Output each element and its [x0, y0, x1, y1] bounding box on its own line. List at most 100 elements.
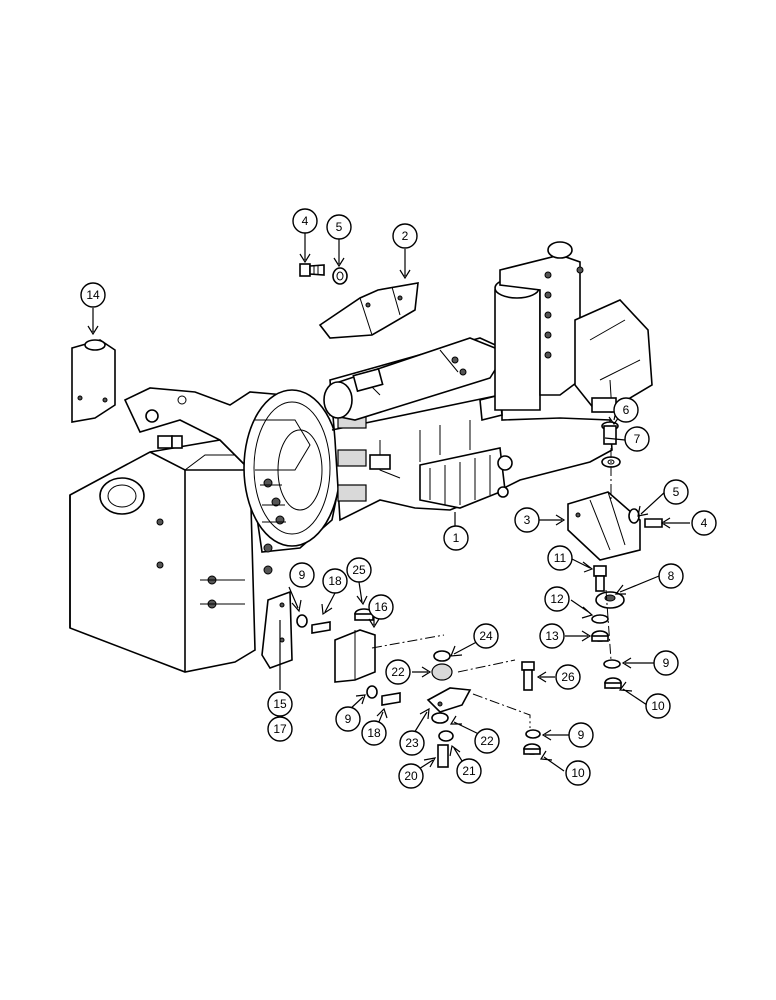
- washer-21: [438, 730, 454, 742]
- callout-circle: [624, 426, 650, 452]
- callout-9-mid: 9: [335, 706, 361, 732]
- callout-1: 1: [443, 525, 469, 551]
- washer-5-top: [332, 267, 348, 285]
- callout-17: 17: [267, 716, 293, 742]
- callout-circle: [653, 650, 679, 676]
- callout-circle: [691, 510, 717, 536]
- centerline-right: [605, 448, 612, 661]
- mount-8: [595, 591, 625, 609]
- callout-circle: [474, 728, 500, 754]
- callout-circle: [398, 763, 424, 789]
- callout-circle: [267, 691, 293, 717]
- callout-label: 5: [336, 220, 343, 234]
- washer-22-lower: [431, 712, 449, 724]
- callout-circle: [456, 758, 482, 784]
- callout-circle: [361, 720, 387, 746]
- callout-10-lower: 10: [565, 760, 591, 786]
- callout-label: 22: [480, 734, 494, 748]
- callout-18-left: 18: [322, 568, 348, 594]
- callout-circle: [322, 568, 348, 594]
- callout-label: 17: [273, 722, 287, 736]
- rear-exhaust-housing: [574, 299, 653, 413]
- callout-circle: [613, 397, 639, 423]
- callouts: 1 2 3 4 4 5 5 6 7 8 9 9 9 9 10 10 11 12 …: [80, 208, 717, 789]
- callout-circle: [443, 525, 469, 551]
- callout-circle: [326, 214, 352, 240]
- callout-circle: [658, 563, 684, 589]
- nut-13: [591, 630, 609, 642]
- callout-circle: [392, 223, 418, 249]
- washer-9-right: [603, 659, 621, 669]
- callout-label: 4: [302, 214, 309, 228]
- centerline-lower: [371, 634, 531, 728]
- bolt-18-left: [311, 621, 331, 634]
- callout-circle: [473, 623, 499, 649]
- callout-8: 8: [658, 563, 684, 589]
- callout-11: 11: [547, 545, 573, 571]
- bolt-20: [437, 744, 449, 768]
- callout-label: 2: [402, 229, 409, 243]
- callout-25: 25: [346, 557, 372, 583]
- isolator-22-24: [431, 650, 453, 681]
- callout-7: 7: [624, 426, 650, 452]
- callout-23: 23: [399, 730, 425, 756]
- callout-circle: [547, 545, 573, 571]
- bolt-4-top: [299, 263, 325, 277]
- nut-10-lower: [523, 743, 541, 755]
- callout-circle: [335, 706, 361, 732]
- callout-24: 24: [473, 623, 499, 649]
- callout-3: 3: [514, 507, 540, 533]
- callout-label: 8: [668, 569, 675, 583]
- callout-18-mid: 18: [361, 720, 387, 746]
- callout-10-right: 10: [645, 693, 671, 719]
- callout-label: 18: [328, 574, 342, 588]
- callout-label: 1: [453, 531, 460, 545]
- callout-label: 25: [352, 563, 366, 577]
- callout-label: 23: [405, 736, 419, 750]
- callout-label: 9: [345, 712, 352, 726]
- callout-15: 15: [267, 691, 293, 717]
- nut-10-right: [604, 677, 622, 689]
- callout-label: 15: [273, 697, 287, 711]
- callout-21: 21: [456, 758, 482, 784]
- callout-2: 2: [392, 223, 418, 249]
- callout-9-lower: 9: [568, 722, 594, 748]
- washer-9-mid: [366, 685, 378, 699]
- callout-label: 9: [578, 728, 585, 742]
- callout-label: 16: [374, 600, 388, 614]
- callout-circle: [514, 507, 540, 533]
- callout-label: 6: [623, 403, 630, 417]
- callout-label: 9: [663, 656, 670, 670]
- callout-label: 3: [524, 513, 531, 527]
- callout-label: 5: [673, 485, 680, 499]
- callout-circle: [565, 760, 591, 786]
- callout-label: 7: [634, 432, 641, 446]
- callout-20: 20: [398, 763, 424, 789]
- callout-26: 26: [555, 664, 581, 690]
- callout-label: 10: [651, 699, 665, 713]
- bracket-2: [318, 282, 419, 339]
- bolt-11: [593, 565, 607, 592]
- washer-12: [591, 614, 609, 624]
- callout-circle: [80, 282, 106, 308]
- bolt-18-mid: [381, 692, 401, 706]
- callout-9-left: 9: [289, 562, 315, 588]
- callout-22-right: 22: [474, 728, 500, 754]
- callout-circle: [399, 730, 425, 756]
- callout-circle: [289, 562, 315, 588]
- callout-label: 10: [571, 766, 585, 780]
- callout-5-top: 5: [326, 214, 352, 240]
- callout-circle: [645, 693, 671, 719]
- callout-circle: [368, 594, 394, 620]
- washer-9-lower: [525, 729, 541, 739]
- callout-14: 14: [80, 282, 106, 308]
- callout-16: 16: [368, 594, 394, 620]
- plate-23: [426, 687, 472, 713]
- transmission-housing: [69, 435, 256, 673]
- bolt-6: [601, 421, 619, 445]
- callout-4-right: 4: [691, 510, 717, 536]
- callout-circle: [267, 716, 293, 742]
- callout-label: 12: [550, 592, 564, 606]
- callout-circle: [555, 664, 581, 690]
